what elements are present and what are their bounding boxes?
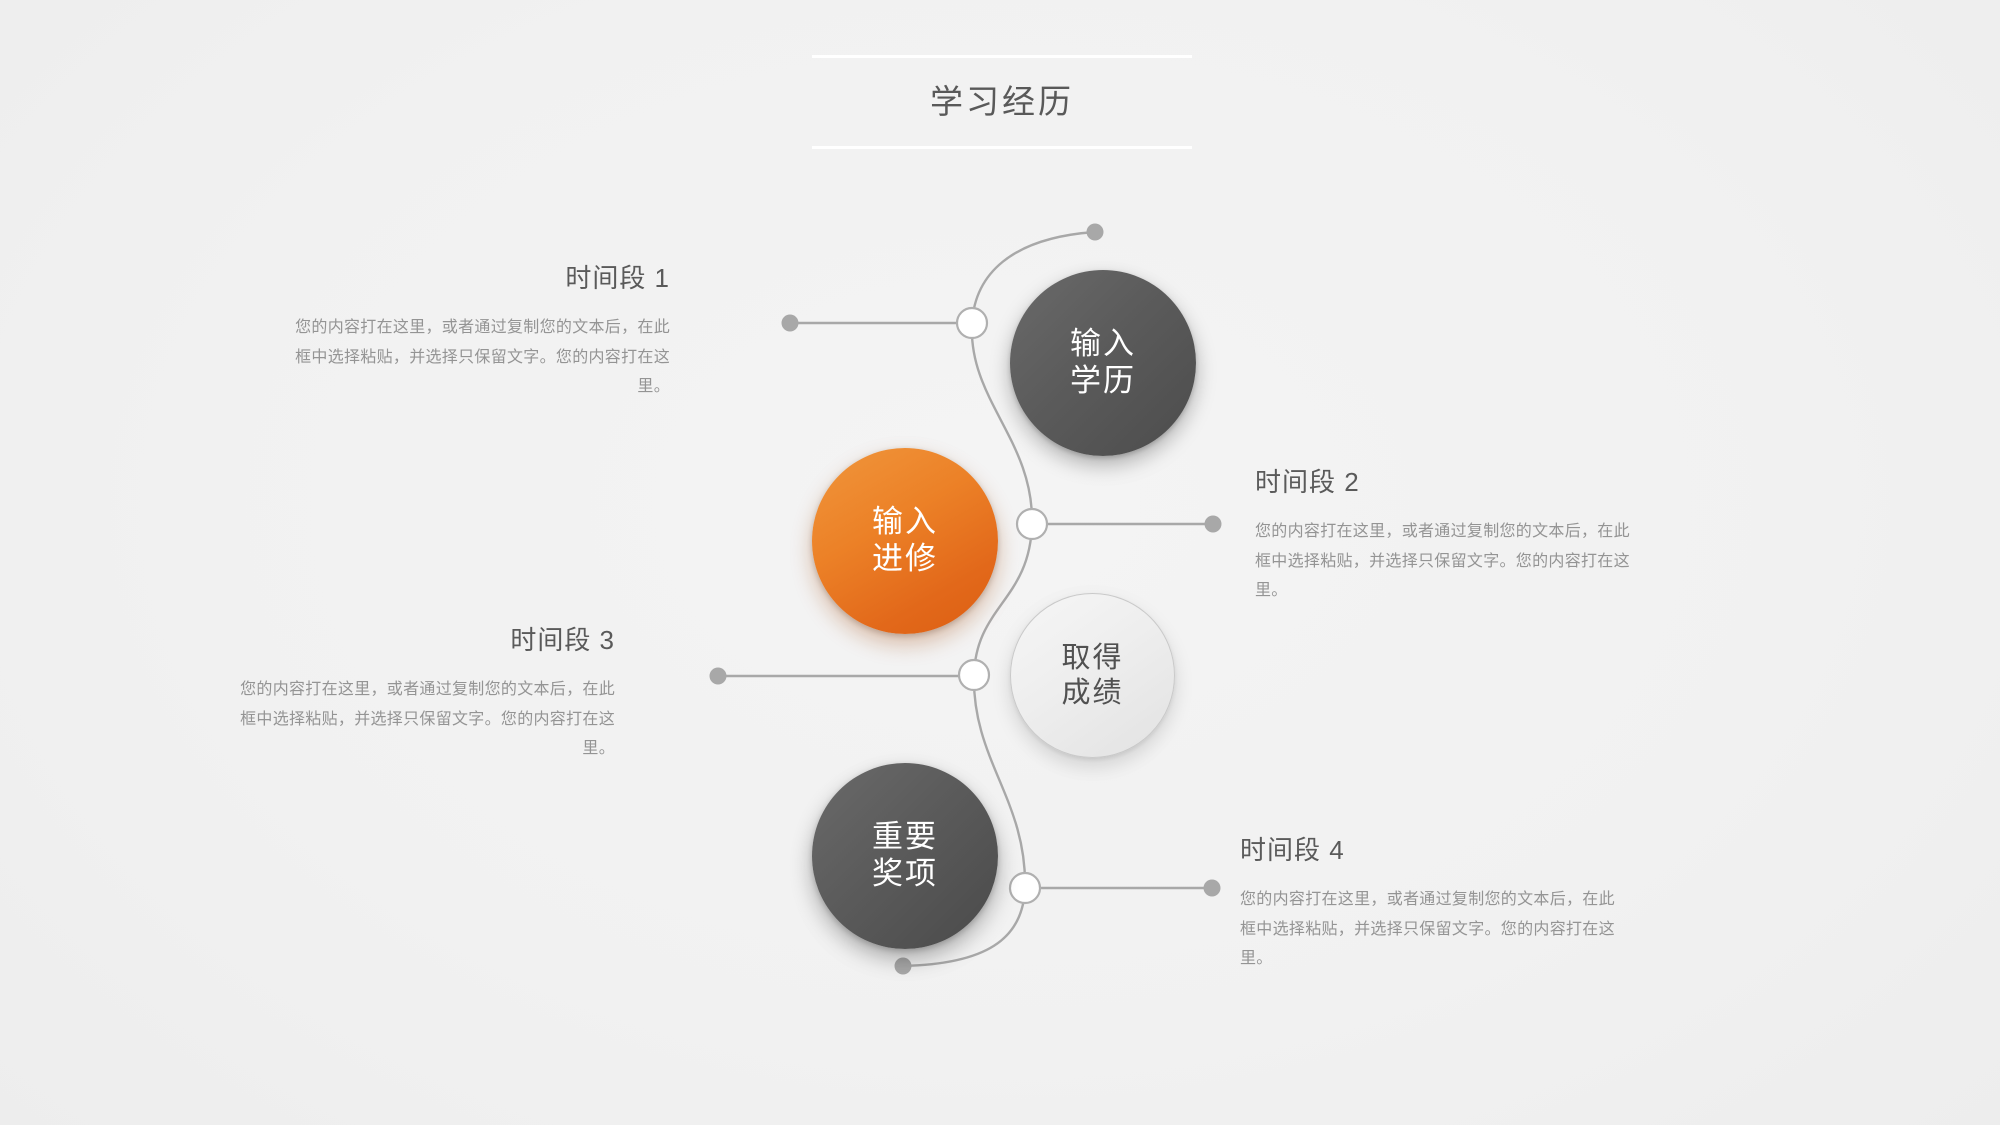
circle-education-line1: 输入 — [1070, 326, 1136, 362]
circle-input-education[interactable]: 输入 学历 — [1010, 270, 1196, 456]
text-block-period-3: 时间段 3 您的内容打在这里，或者通过复制您的文本后，在此框中选择粘贴，并选择只… — [230, 620, 615, 764]
circle-award-line1: 重要 — [872, 819, 938, 855]
page-title-block: 学习经历 — [812, 55, 1192, 149]
period-4-heading: 时间段 4 — [1240, 835, 1345, 865]
text-block-period-4: 时间段 4 您的内容打在这里，或者通过复制您的文本后，在此框中选择粘贴，并选择只… — [1240, 830, 1625, 974]
circle-training-line2: 进修 — [872, 541, 938, 576]
node-marker-1[interactable] — [955, 306, 989, 340]
node-marker-2[interactable] — [1015, 507, 1049, 541]
circle-result-line1: 取得 — [1061, 642, 1124, 675]
period-3-heading: 时间段 3 — [510, 625, 615, 655]
period-3-body: 您的内容打在这里，或者通过复制您的文本后，在此框中选择粘贴，并选择只保留文字。您… — [240, 681, 615, 758]
endpoint-dot-bottom — [894, 957, 912, 975]
circle-achieve-result[interactable]: 取得 成绩 — [1010, 593, 1175, 758]
circle-major-award[interactable]: 重要 奖项 — [812, 763, 998, 949]
circle-result-line2: 成绩 — [1061, 676, 1124, 709]
endpoint-dot-2 — [1204, 515, 1222, 533]
circle-training-line1: 输入 — [872, 504, 938, 540]
period-1-body: 您的内容打在这里，或者通过复制您的文本后，在此框中选择粘贴，并选择只保留文字。您… — [295, 319, 670, 396]
period-1-heading: 时间段 1 — [565, 263, 670, 293]
page-title: 学习经历 — [930, 83, 1074, 120]
endpoint-dot-top — [1086, 223, 1104, 241]
circle-education-line2: 学历 — [1070, 363, 1136, 398]
title-rule-bottom — [812, 146, 1192, 149]
circle-award-line2: 奖项 — [872, 856, 938, 891]
title-rule-top — [812, 55, 1192, 58]
endpoint-dot-4 — [1203, 879, 1221, 897]
node-marker-3[interactable] — [957, 658, 991, 692]
node-marker-4[interactable] — [1008, 871, 1042, 905]
endpoint-dot-3 — [709, 667, 727, 685]
period-4-body: 您的内容打在这里，或者通过复制您的文本后，在此框中选择粘贴，并选择只保留文字。您… — [1240, 891, 1615, 968]
period-2-heading: 时间段 2 — [1255, 467, 1360, 497]
period-2-body: 您的内容打在这里，或者通过复制您的文本后，在此框中选择粘贴，并选择只保留文字。您… — [1255, 523, 1630, 600]
circle-input-training[interactable]: 输入 进修 — [812, 448, 998, 634]
text-block-period-1: 时间段 1 您的内容打在这里，或者通过复制您的文本后，在此框中选择粘贴，并选择只… — [285, 258, 670, 402]
endpoint-dot-1 — [781, 314, 799, 332]
text-block-period-2: 时间段 2 您的内容打在这里，或者通过复制您的文本后，在此框中选择粘贴，并选择只… — [1255, 462, 1640, 606]
